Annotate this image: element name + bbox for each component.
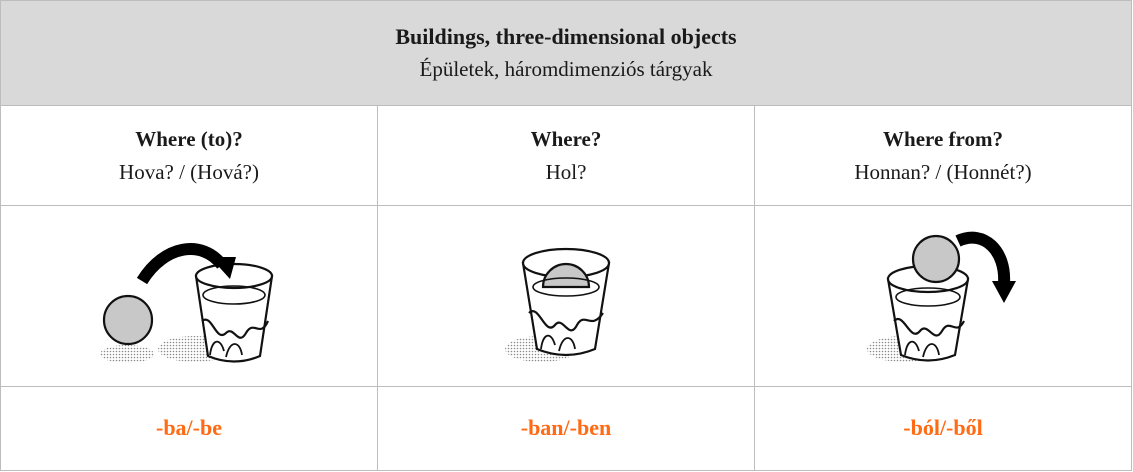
cup-wave [201,318,270,339]
cup-wave [893,318,965,337]
illustration-cell-into [0,205,378,387]
question-where-from: Where from? [883,127,1003,152]
illustration-cell-in [377,205,755,387]
question-hova: Hova? / (Hová?) [119,160,259,185]
ball-into-cup-icon [100,243,274,364]
question-cell-where-to: Where (to)? Hova? / (Hová?) [0,105,378,207]
header-title: Buildings, three-dimensional objects [395,24,737,50]
cup-rim [194,263,274,290]
question-where: Where? [530,127,602,152]
cup-body [194,275,274,363]
table-header: Buildings, three-dimensional objects Épü… [0,0,1132,107]
cup-wave [528,310,604,332]
question-honnan: Honnan? / (Honnét?) [854,160,1032,185]
cup-body [886,278,970,362]
question-cell-where-from: Where from? Honnan? / (Honnét?) [754,105,1132,207]
arrow-out [955,231,1011,284]
suffix-cell-into: -ba/-be [0,385,378,472]
suffix-ba-be: -ba/-be [156,415,222,441]
ball-in-cup-icon [505,248,611,363]
question-hol: Hol? [545,160,587,185]
illustration-cell-out [754,205,1132,387]
suffix-ban-ben: -ban/-ben [520,415,612,441]
ball-out-of-cup-icon [867,231,1016,363]
suffix-cell-out: -ból/-ből [754,385,1132,472]
ball-shadow [100,345,154,364]
question-where-to: Where (to)? [135,127,243,152]
suffix-cell-in: -ban/-ben [377,385,755,472]
question-cell-where: Where? Hol? [377,105,755,207]
ball [102,295,154,346]
header-subtitle: Épületek, háromdimenziós tárgyak [419,57,713,82]
suffix-bol-bol: -ból/-ből [903,415,983,441]
ball [911,235,961,284]
